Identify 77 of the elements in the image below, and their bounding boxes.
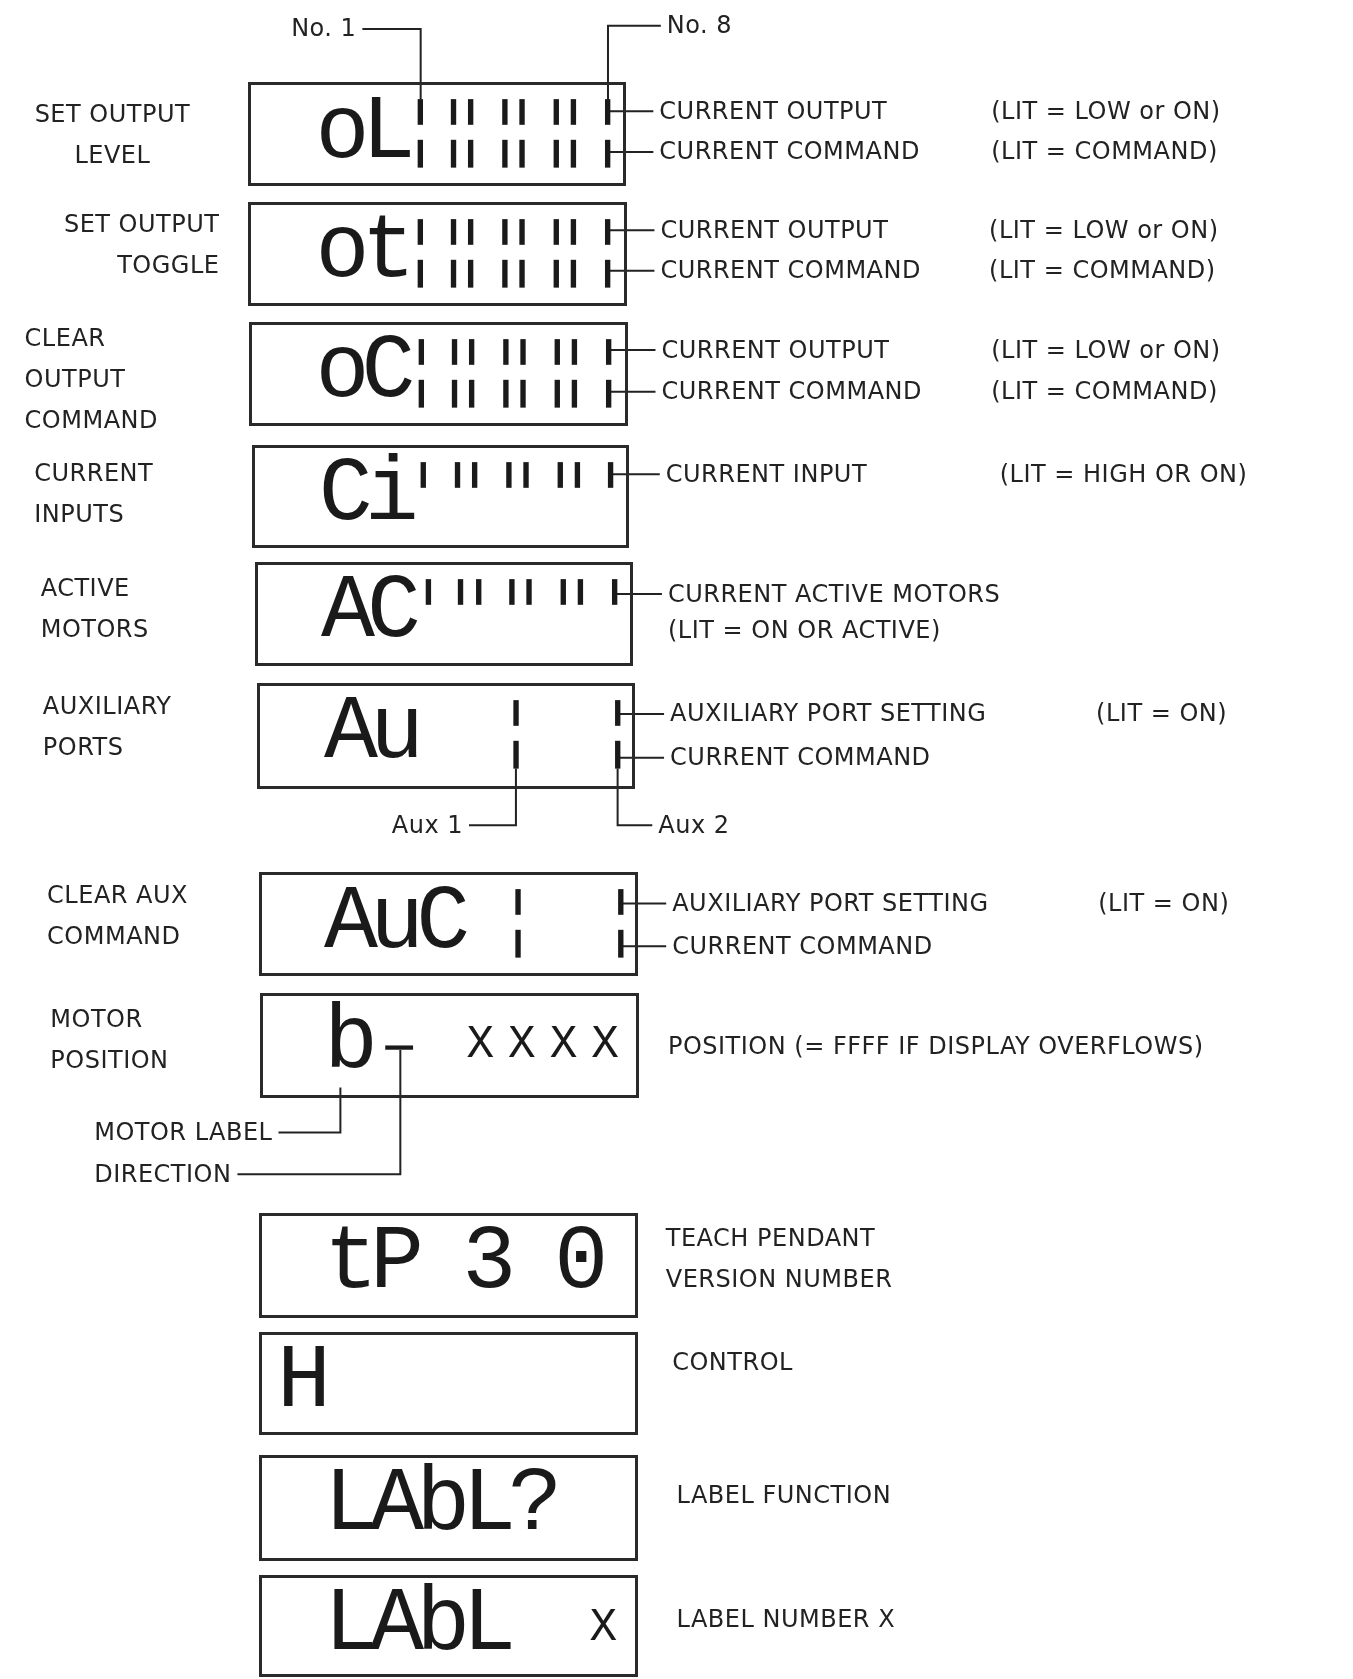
callout-label: No. 8 — [666, 11, 733, 41]
display-reading: oC — [315, 327, 408, 418]
leader-line — [607, 229, 656, 232]
display-reading: oL — [315, 87, 408, 178]
callout-label: AUXILIARY PORT SETTING — [670, 699, 987, 729]
callout-label: (LIT = HIGH OR ON) — [999, 459, 1248, 489]
display-reading: X — [589, 1605, 618, 1652]
lcd-display — [260, 993, 640, 1099]
display-reading: Au — [324, 688, 417, 779]
callout-label: CURRENT OUTPUT — [661, 335, 890, 365]
callout-label: Aux 1 — [391, 810, 463, 840]
leader-line — [607, 110, 655, 113]
mode-label: CLEAR OUTPUT COMMAND — [24, 322, 160, 436]
lcd-display — [249, 322, 629, 426]
display-reading: XXXX — [466, 1022, 633, 1068]
callout-label: (LIT = COMMAND) — [991, 377, 1218, 407]
callout-label: (LIT = COMMAND) — [991, 137, 1218, 167]
lcd-display — [259, 1574, 638, 1678]
display-reading: Ci — [318, 450, 411, 541]
callout-label: CURRENT COMMAND — [670, 743, 931, 773]
callout-label: (LIT = LOW or ON) — [989, 215, 1219, 245]
display-reading: LAbL? — [324, 1459, 555, 1550]
mode-label: ACTIVE MOTORS — [40, 573, 150, 646]
mode-label: SET OUTPUT LEVEL — [33, 99, 192, 172]
callout-label: CURRENT OUTPUT — [659, 96, 888, 126]
display-reading: ot — [315, 207, 408, 298]
callout-label: CURRENT COMMAND — [672, 931, 933, 961]
leader-line — [277, 1086, 342, 1134]
callout-label: (LIT = LOW or ON) — [991, 335, 1221, 365]
callout-label: (LIT = LOW or ON) — [991, 96, 1221, 126]
leader-line — [607, 269, 656, 272]
lcd-display — [259, 1454, 638, 1561]
callout-label: (LIT = ON) — [1096, 699, 1228, 729]
leader-line — [236, 1049, 402, 1176]
lcd-display — [256, 682, 635, 789]
display-reading: tP 3 0 — [324, 1217, 601, 1308]
mode-label: AUXILIARY PORTS — [42, 690, 173, 763]
display-reading: LAbL — [324, 1579, 509, 1670]
mode-label: SET OUTPUT TOGGLE — [62, 209, 220, 282]
callout-label: CURRENT OUTPUT — [660, 215, 889, 245]
callout-label: CURRENT COMMAND — [660, 256, 921, 286]
display-caption: TEACH PENDANT VERSION NUMBER — [665, 1222, 894, 1295]
callout-label: (LIT = COMMAND) — [989, 256, 1216, 286]
display-reading: AC — [320, 567, 413, 658]
lcd-display — [259, 872, 638, 977]
callout-label: MOTOR LABEL — [94, 1118, 273, 1147]
callout-label: (LIT = ON) — [1098, 888, 1230, 918]
callout-label: AUXILIARY PORT SETTING — [672, 888, 989, 918]
display-caption: POSITION (= FFFF IF DISPLAY OVERFLOWS) — [667, 1031, 1204, 1063]
callout-label: Aux 2 — [658, 810, 730, 840]
mode-label: MOTOR POSITION — [50, 1003, 170, 1076]
leader-line — [616, 767, 654, 827]
lcd-display — [259, 1331, 638, 1436]
callout-label: (LIT = ON OR ACTIVE) — [667, 615, 941, 645]
lcd-display — [251, 445, 630, 549]
display-caption: LABEL FUNCTION — [676, 1479, 892, 1511]
leader-line — [607, 151, 655, 153]
lcd-display — [259, 1212, 638, 1318]
mode-label: CURRENT INPUTS — [34, 457, 155, 530]
callout-label: CURRENT COMMAND — [659, 137, 920, 167]
leader-line — [361, 27, 422, 101]
lcd-display — [254, 561, 633, 666]
callout-label: No. 1 — [291, 14, 357, 44]
callout-label: CURRENT INPUT — [665, 459, 868, 489]
callout-label: DIRECTION — [94, 1159, 232, 1189]
display-caption: CONTROL — [672, 1347, 793, 1379]
display-reading: H — [277, 1336, 324, 1427]
lcd-display — [248, 202, 628, 307]
callout-label: CURRENT COMMAND — [661, 377, 922, 407]
leader-line — [468, 767, 517, 827]
leader-line — [607, 24, 662, 101]
display-reading: AuC — [324, 877, 463, 968]
callout-label: CURRENT ACTIVE MOTORS — [667, 579, 1001, 609]
display-caption: LABEL NUMBER X — [676, 1604, 896, 1636]
lcd-display — [248, 82, 627, 187]
mode-label: CLEAR AUX COMMAND — [47, 880, 190, 953]
display-reading: b — [324, 998, 371, 1089]
